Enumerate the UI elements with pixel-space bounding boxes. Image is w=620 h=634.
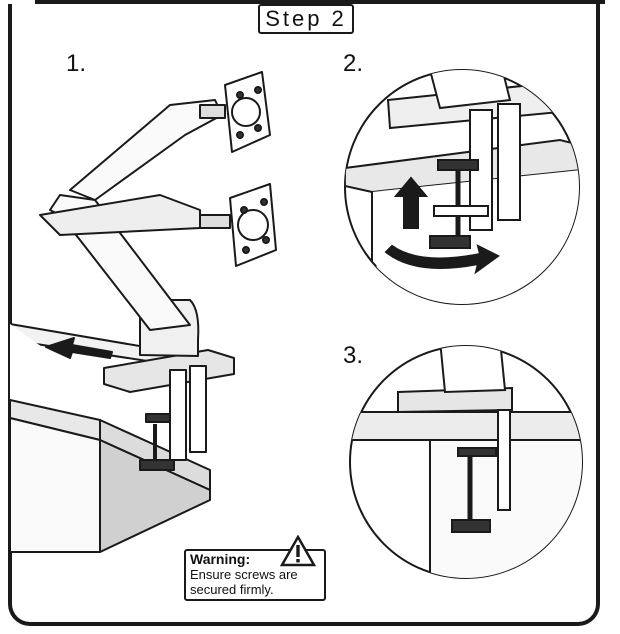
page-frame	[8, 4, 600, 626]
clamp-plate-right	[189, 365, 207, 453]
vesa-plate-lower	[229, 183, 277, 267]
desk-top-3	[350, 411, 582, 441]
warning-line-2: secured firmly.	[190, 582, 274, 597]
step-3-number: 3.	[343, 342, 364, 369]
step-2-number: 2.	[343, 50, 364, 77]
top-rule	[35, 0, 605, 4]
clamp-knob	[139, 459, 175, 471]
knob-3	[451, 519, 491, 533]
warning-line-1: Ensure screws are	[190, 567, 298, 582]
slide-arrow	[45, 337, 113, 359]
warning-heading: Warning:	[190, 551, 251, 567]
tightening-knob	[429, 235, 471, 249]
desk-surface	[10, 324, 130, 420]
warning-box: Warning: Ensure screws are secured firml…	[184, 535, 326, 601]
vesa-plate-upper	[224, 71, 271, 153]
step-title: Step 2	[258, 4, 354, 34]
step-1-number: 1.	[66, 50, 87, 77]
warning-triangle-icon	[280, 535, 316, 567]
rotate-arrow	[384, 244, 500, 275]
up-arrow	[393, 176, 429, 229]
